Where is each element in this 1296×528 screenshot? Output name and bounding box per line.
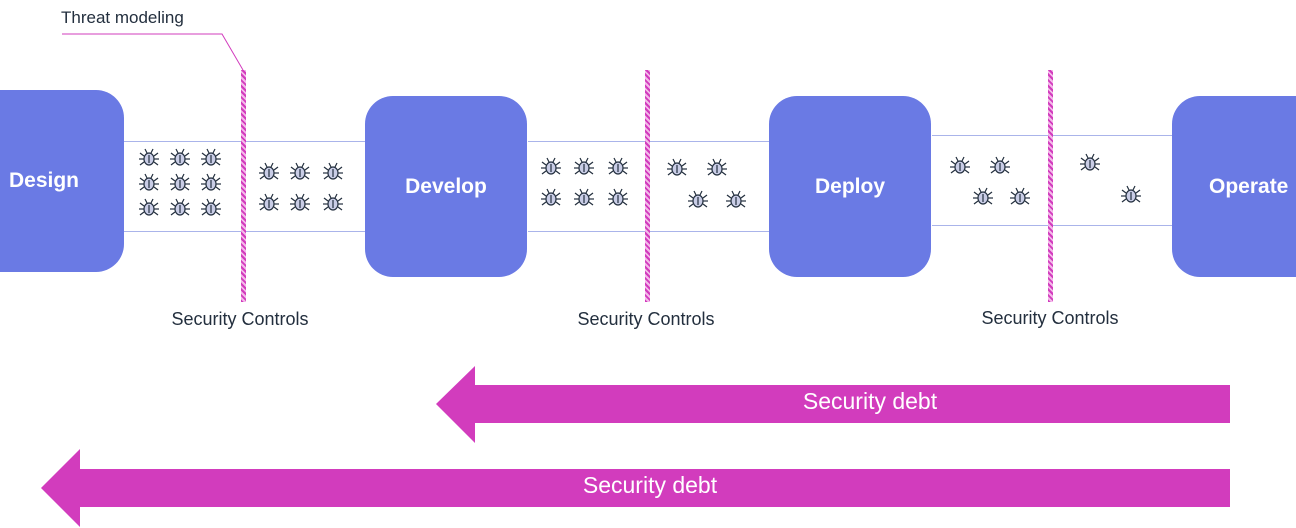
security-control-bar-2 bbox=[645, 70, 650, 302]
bug-icon bbox=[199, 196, 223, 220]
security-controls-label-1: Security Controls bbox=[171, 309, 309, 329]
bug-icon bbox=[199, 146, 223, 170]
stage-design: Design bbox=[0, 90, 124, 272]
bug-icon bbox=[137, 146, 161, 170]
security-debt-arrow-long bbox=[41, 449, 1230, 527]
bug-icon bbox=[199, 171, 223, 195]
bug-icon bbox=[539, 155, 563, 179]
threat-modeling-leader-line bbox=[62, 33, 244, 71]
bug-icon bbox=[705, 156, 729, 180]
stage-operate-label: Operate bbox=[1209, 174, 1289, 198]
bug-icon bbox=[168, 196, 192, 220]
bug-icon bbox=[321, 191, 345, 215]
bug-icon bbox=[168, 171, 192, 195]
bug-icon bbox=[724, 188, 748, 212]
bug-icon bbox=[288, 160, 312, 184]
bug-icon bbox=[971, 185, 995, 209]
stage-design-label: Design bbox=[8, 169, 79, 192]
bug-icon bbox=[257, 191, 281, 215]
bug-icon bbox=[1119, 183, 1143, 207]
bug-icon bbox=[572, 186, 596, 210]
stage-develop: Develop bbox=[365, 96, 527, 277]
stage-develop-label: Develop bbox=[405, 174, 487, 198]
bug-icon bbox=[686, 188, 710, 212]
bug-icon bbox=[606, 186, 630, 210]
bug-icon bbox=[137, 171, 161, 195]
security-controls-label-3: Security Controls bbox=[981, 308, 1119, 328]
stage-operate: Operate bbox=[1172, 96, 1296, 277]
bug-icon bbox=[257, 160, 281, 184]
stage-deploy-label: Deploy bbox=[814, 174, 885, 198]
security-debt-arrow-short bbox=[436, 366, 1230, 443]
security-control-bar-1 bbox=[241, 70, 246, 302]
bug-icon bbox=[665, 156, 689, 180]
bug-icon bbox=[321, 160, 345, 184]
threat-modeling-label: Threat modeling bbox=[61, 8, 184, 27]
bug-icon bbox=[1078, 151, 1102, 175]
bug-icon bbox=[288, 191, 312, 215]
stage-deploy: Deploy bbox=[769, 96, 931, 277]
security-controls-label-2: Security Controls bbox=[577, 309, 715, 329]
security-debt-long-label: Security debt bbox=[582, 472, 718, 498]
bug-icon bbox=[168, 146, 192, 170]
bug-icon bbox=[137, 196, 161, 220]
bug-icon bbox=[1008, 185, 1032, 209]
bug-icon bbox=[539, 186, 563, 210]
bug-icon bbox=[572, 155, 596, 179]
bug-icon bbox=[948, 154, 972, 178]
bug-icon bbox=[606, 155, 630, 179]
security-debt-short-label: Security debt bbox=[802, 388, 938, 414]
bug-icon bbox=[988, 154, 1012, 178]
security-control-bar-3 bbox=[1048, 70, 1053, 302]
